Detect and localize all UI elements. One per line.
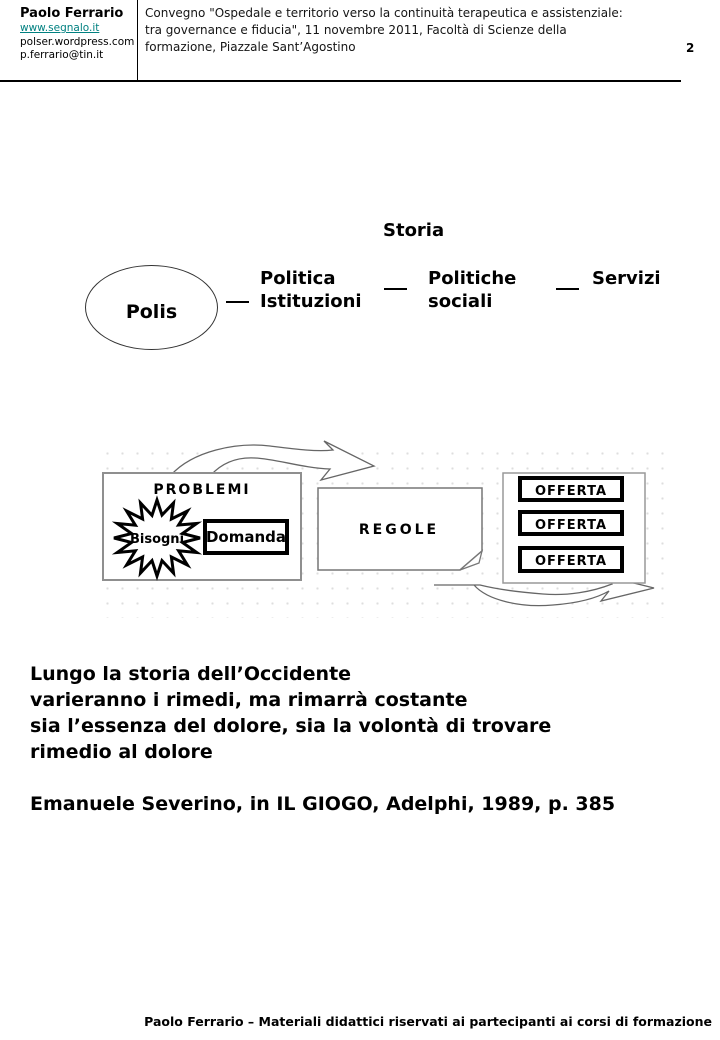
footer-copyright: Paolo Ferrario – Materiali didattici ris… [144, 1014, 712, 1029]
offerta-box-3 [518, 546, 624, 573]
regole-fold-corner [459, 549, 484, 571]
process-diagram: PROBLEMI Bisogni Domanda REGOLE OFFERTA … [102, 440, 655, 607]
curved-arrow-top [169, 440, 376, 482]
connector-dash-3 [556, 288, 579, 290]
curved-arrow-bottom [434, 574, 655, 607]
quote-line: sia l’essenza del dolore, sia la volontà… [30, 715, 552, 737]
domanda-box [203, 519, 289, 555]
quote-line: Lungo la storia dell’Occidente [30, 663, 352, 685]
polis-label: Polis [125, 300, 178, 323]
offerta-label-2: OFFERTA [535, 518, 607, 533]
problemi-label: PROBLEMI [153, 482, 250, 498]
flow-node-line: sociali [428, 291, 493, 312]
quote-line: rimedio al dolore [30, 741, 213, 763]
domanda-label: Domanda [206, 528, 286, 546]
offerta-box-1 [518, 476, 624, 502]
conference-line-2: tra governance e fiducia", 11 novembre 2… [145, 23, 567, 37]
conference-info: Convegno "Ospedale e territorio verso la… [145, 5, 705, 56]
quote-line: varieranno i rimedi, ma rimarrà costante [30, 689, 468, 711]
polis-ellipse: Polis [85, 265, 218, 350]
quote-block: Lungo la storia dell’Occidente varierann… [30, 661, 615, 817]
offerta-label-3: OFFERTA [535, 554, 607, 569]
offerta-label-1: OFFERTA [535, 484, 607, 499]
flow-node-line: Servizi [592, 268, 661, 289]
flow-node-servizi: Servizi [592, 267, 661, 290]
connector-dash-2 [384, 288, 407, 290]
flow-node-politiche-sociali: Politiche sociali [428, 267, 516, 313]
author-name: Paolo Ferrario [20, 6, 124, 21]
regole-label: REGOLE [359, 522, 439, 538]
flow-node-line: Politica [260, 268, 336, 289]
email-address: p.ferrario@tin.it [20, 49, 104, 61]
link-segnalo[interactable]: www.segnalo.it [20, 22, 100, 34]
bisogni-starburst [111, 495, 203, 581]
flow-node-line: Istituzioni [260, 291, 362, 312]
conference-line-3: formazione, Piazzale Sant’Agostino [145, 40, 356, 54]
connector-dash-1 [226, 301, 249, 303]
flow-title: Storia [383, 220, 445, 241]
conference-line-1: Convegno "Ospedale e territorio verso la… [145, 6, 623, 20]
flow-node-politica-istituzioni: Politica Istituzioni [260, 267, 362, 313]
flow-node-line: Politiche [428, 268, 517, 289]
author-block: Paolo Ferrario www.segnalo.it polser.wor… [20, 6, 134, 63]
header-vertical-divider [137, 0, 138, 81]
offerta-box-2 [518, 510, 624, 536]
quote-citation: Emanuele Severino, in IL GIOGO, Adelphi,… [30, 793, 616, 815]
link-wordpress: polser.wordpress.com [20, 35, 135, 48]
bisogni-label: Bisogni [130, 532, 184, 547]
page-number: 2 [686, 41, 695, 55]
header-rule [0, 80, 681, 82]
